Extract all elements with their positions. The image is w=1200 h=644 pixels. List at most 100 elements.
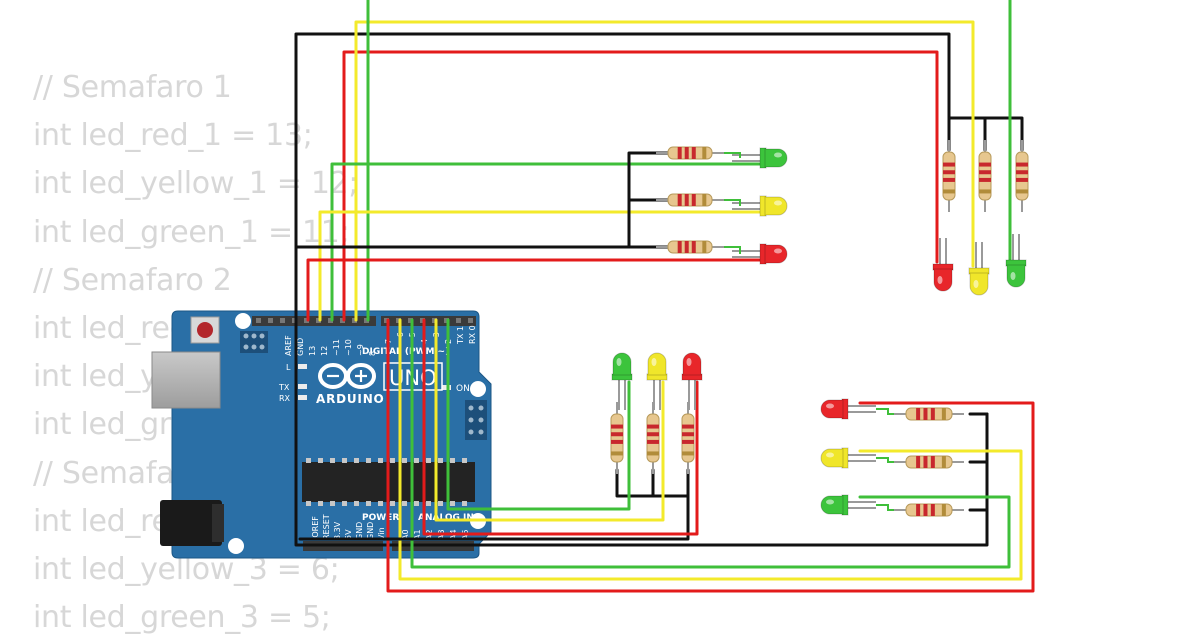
resistor-band <box>916 456 921 468</box>
wire-red <box>342 50 939 322</box>
resistor[interactable] <box>1015 140 1029 212</box>
pin-label: TX 1 <box>456 326 465 345</box>
resistor[interactable] <box>656 146 724 160</box>
resistor-band <box>916 408 921 420</box>
led-green[interactable] <box>820 494 876 516</box>
led-body <box>933 268 953 292</box>
icsp-header <box>465 400 487 440</box>
resistor-band <box>941 408 946 420</box>
pin-hole[interactable] <box>340 318 345 323</box>
resistor-band <box>702 241 707 253</box>
jumper <box>876 504 894 511</box>
mounting-hole <box>228 538 244 554</box>
arduino-logo-icon <box>318 363 376 389</box>
pin-label: RESET <box>322 514 331 540</box>
reset-button-cap[interactable] <box>197 322 213 338</box>
rx-label: RX <box>279 394 291 403</box>
led-l <box>298 364 307 369</box>
resistor[interactable] <box>894 503 964 517</box>
led-body <box>764 148 788 168</box>
pin-hole[interactable] <box>268 318 273 323</box>
resistor-band <box>943 177 955 182</box>
resistor-band <box>647 432 659 437</box>
led-highlight <box>973 280 979 288</box>
pin-hole[interactable] <box>328 318 333 323</box>
pin-hole[interactable] <box>256 318 261 323</box>
resistor-band <box>923 504 928 516</box>
jumper <box>876 457 894 463</box>
resistor-band <box>647 424 659 429</box>
led-red[interactable] <box>732 243 788 265</box>
led-highlight <box>826 452 834 458</box>
resistor[interactable] <box>894 455 964 469</box>
pin-hole[interactable] <box>468 318 473 323</box>
led-green[interactable] <box>611 352 633 410</box>
digital-header-left <box>252 316 376 326</box>
resistor[interactable] <box>894 407 964 421</box>
chip-pin <box>366 458 371 463</box>
resistor-band <box>611 451 623 456</box>
resistor-band <box>684 147 689 159</box>
pin-label: 13 <box>308 346 317 356</box>
led-body <box>820 399 844 419</box>
resistor-band <box>1016 162 1028 167</box>
reset-button[interactable] <box>190 316 220 344</box>
led-yellow[interactable] <box>968 242 990 296</box>
pin-hole[interactable] <box>280 318 285 323</box>
resistor-band <box>930 408 935 420</box>
mounting-hole <box>470 381 486 397</box>
wire-red <box>306 258 762 322</box>
led-red[interactable] <box>681 352 703 410</box>
digital-label: DIGITAL (PWM ~) <box>362 347 449 357</box>
led-l-label: L <box>286 363 291 372</box>
chip-pin <box>438 501 443 506</box>
mounting-hole <box>235 313 251 329</box>
led-highlight <box>651 358 657 366</box>
led-yellow[interactable] <box>732 195 788 217</box>
pin-hole[interactable] <box>364 318 369 323</box>
resistor-band <box>923 408 928 420</box>
chip-pin <box>354 501 359 506</box>
chip-pin <box>342 458 347 463</box>
led-yellow[interactable] <box>820 447 876 469</box>
chip-pin <box>462 458 467 463</box>
code-line: // Semafaro 2 <box>33 262 232 298</box>
pin-label: A1 <box>413 529 422 540</box>
pin-hole[interactable] <box>456 318 461 323</box>
resistor-band <box>943 162 955 167</box>
led-highlight <box>1010 272 1016 280</box>
led-red[interactable] <box>932 238 954 292</box>
resistor[interactable] <box>656 240 724 254</box>
resistor[interactable] <box>942 140 956 212</box>
wire-black <box>294 151 670 249</box>
chip-pin <box>306 458 311 463</box>
wire-yellow <box>354 20 975 322</box>
resistor-band <box>691 241 696 253</box>
resistor[interactable] <box>610 402 624 474</box>
resistor-band <box>702 194 707 206</box>
wire-red <box>386 318 1035 593</box>
led-green[interactable] <box>1005 234 1027 288</box>
jumper <box>724 246 741 254</box>
pin-label: 12 <box>320 346 329 356</box>
led-yellow[interactable] <box>646 352 668 410</box>
resistor[interactable] <box>681 402 695 474</box>
arduino-logo-symbols <box>327 370 367 382</box>
wire-green <box>330 162 762 322</box>
led-green[interactable] <box>732 147 788 169</box>
resistor[interactable] <box>646 402 660 474</box>
resistor[interactable] <box>978 140 992 212</box>
pin-hole[interactable] <box>352 318 357 323</box>
wire-red <box>422 318 699 536</box>
resistor-band <box>943 189 955 194</box>
resistor[interactable] <box>656 193 724 207</box>
pin-hole[interactable] <box>304 318 309 323</box>
chip-pin <box>402 458 407 463</box>
resistor-band <box>941 456 946 468</box>
pin-label: 3.3V <box>333 521 342 540</box>
led-red[interactable] <box>820 398 876 420</box>
resistor-band <box>684 241 689 253</box>
led-body <box>647 352 667 376</box>
pin-hole[interactable] <box>316 318 321 323</box>
